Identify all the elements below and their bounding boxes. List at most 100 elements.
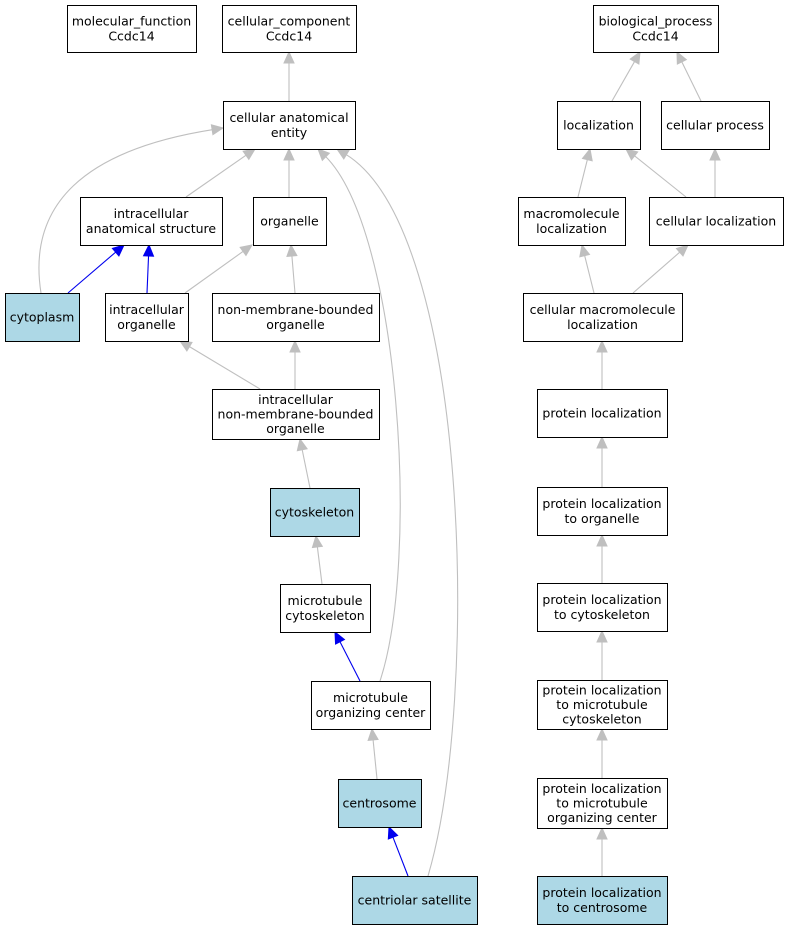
term-node-localization[interactable]: localization	[557, 101, 641, 150]
term-node-box	[311, 681, 431, 730]
term-node-label: protein localization	[542, 682, 661, 697]
edge-protein_localization_to_cytoskeleton-to-protein_localization_to_organelle	[596, 533, 608, 583]
term-node-centrosome[interactable]: centrosome	[338, 779, 422, 828]
arrowhead-icon	[596, 435, 608, 449]
edge-intracellular_non_membrane_bounded_organelle-to-intracellular_organelle	[178, 340, 261, 390]
term-node-label: to centrosome	[557, 900, 648, 915]
arrowhead-icon	[111, 244, 125, 257]
arrowhead-icon	[283, 147, 295, 161]
edge-cytoplasm-to-cellular_anatomical_entity	[38, 124, 225, 294]
term-node-organelle[interactable]: organelle	[253, 197, 327, 246]
term-node-label: Ccdc14	[108, 28, 154, 43]
edge-protein_localization-to-cellular_macromolecule_localization	[596, 339, 608, 389]
term-node-protein-localization[interactable]: protein localization	[537, 389, 668, 438]
term-node-label: to cytoskeleton	[554, 607, 650, 622]
arrowhead-icon	[178, 340, 193, 352]
term-node-label: localization	[567, 317, 638, 332]
arrowhead-icon	[239, 244, 253, 257]
term-node-label: cytoplasm	[10, 310, 75, 325]
term-node-label: cellular process	[666, 118, 764, 133]
term-node-box	[212, 293, 380, 342]
term-node-box	[537, 778, 668, 829]
term-node-box	[649, 197, 784, 246]
term-node-label: centriolar satellite	[358, 893, 472, 908]
term-node-label: intracellular	[114, 206, 190, 221]
arrowhead-icon	[625, 148, 639, 161]
term-node-centriolar-satellite[interactable]: centriolar satellite	[352, 876, 478, 925]
edge-protein_localization_to_organelle-to-protein_localization	[596, 435, 608, 487]
arrowhead-icon	[335, 148, 350, 160]
edge-protein_localization_to_microtubule_cytoskeleton-to-protein_localization_to_cytoskeleton	[596, 629, 608, 680]
term-node-box	[222, 5, 357, 53]
term-node-label: microtubule	[333, 690, 408, 705]
arrowhead-icon	[675, 244, 689, 257]
arrowhead-icon	[676, 50, 688, 65]
arrowhead-icon	[142, 243, 155, 257]
term-node-box	[518, 197, 626, 246]
edge-line	[611, 60, 636, 102]
edge-intracellular_non_membrane_bounded_organelle-to-non_membrane_bounded_organelle	[289, 339, 301, 389]
term-node-cellular-process[interactable]: cellular process	[661, 101, 770, 150]
arrowhead-icon	[296, 437, 308, 452]
term-node-box	[105, 293, 189, 342]
edge-centriolar_satellite-to-centrosome	[387, 825, 409, 877]
edge-line	[680, 60, 702, 102]
term-node-label: organelle	[266, 421, 325, 436]
edge-cellular_localization-to-cellular_process	[709, 147, 721, 197]
term-node-box	[338, 779, 422, 828]
edge-line	[577, 158, 589, 198]
arrowhead-icon	[581, 147, 593, 162]
edge-centrosome-to-microtubule_organizing_center	[367, 727, 379, 780]
term-node-box	[253, 197, 327, 246]
edge-line	[185, 154, 248, 198]
edge-cellular_anatomical_entity-to-cellular_component	[283, 50, 295, 101]
edge-cellular_macromolecule_localization-to-cellular_localization	[632, 244, 689, 294]
term-node-label: intracellular	[109, 302, 185, 317]
arrowhead-icon	[317, 148, 331, 162]
term-node-label: cellular localization	[656, 214, 776, 229]
term-node-box	[212, 389, 380, 440]
term-node-label: to organelle	[565, 511, 640, 526]
term-node-label: macromolecule	[523, 206, 619, 221]
edge-microtubule_organizing_center-to-microtubule_cytoskeleton	[334, 630, 361, 682]
term-node-cellular-localization[interactable]: cellular localization	[649, 197, 784, 246]
graph-edges	[38, 50, 721, 877]
term-node-cytoplasm[interactable]: cytoplasm	[5, 293, 80, 342]
arrowhead-icon	[579, 243, 591, 258]
arrowhead-icon	[596, 339, 608, 353]
term-node-label: organelle	[117, 317, 176, 332]
term-node-label: non-membrane-bounded	[218, 302, 374, 317]
term-node-box	[593, 5, 719, 53]
arrowhead-icon	[289, 339, 301, 353]
arrowhead-icon	[334, 630, 346, 645]
term-node-intracellular-non-membrane-bounded-organelle[interactable]: intracellularnon-membrane-boundedorganel…	[212, 389, 380, 440]
edge-line	[633, 154, 687, 198]
edge-intracellular_organelle-to-organelle	[184, 244, 253, 294]
term-node-cytoskeleton[interactable]: cytoskeleton	[270, 488, 360, 537]
edge-protein_localization_to_microtubule_organizing_center-to-protein_localization_to_microtubule_cytoskeleton	[596, 727, 608, 778]
arrowhead-icon	[596, 826, 608, 840]
arrowhead-icon	[387, 825, 399, 840]
term-node-box	[537, 680, 668, 730]
term-node-box	[537, 487, 668, 536]
edge-line	[38, 129, 214, 294]
term-node-label: localization	[536, 221, 607, 236]
edge-intracellular_anatomical_structure-to-cellular_anatomical_entity	[185, 148, 256, 198]
term-node-label: Ccdc14	[266, 28, 312, 43]
